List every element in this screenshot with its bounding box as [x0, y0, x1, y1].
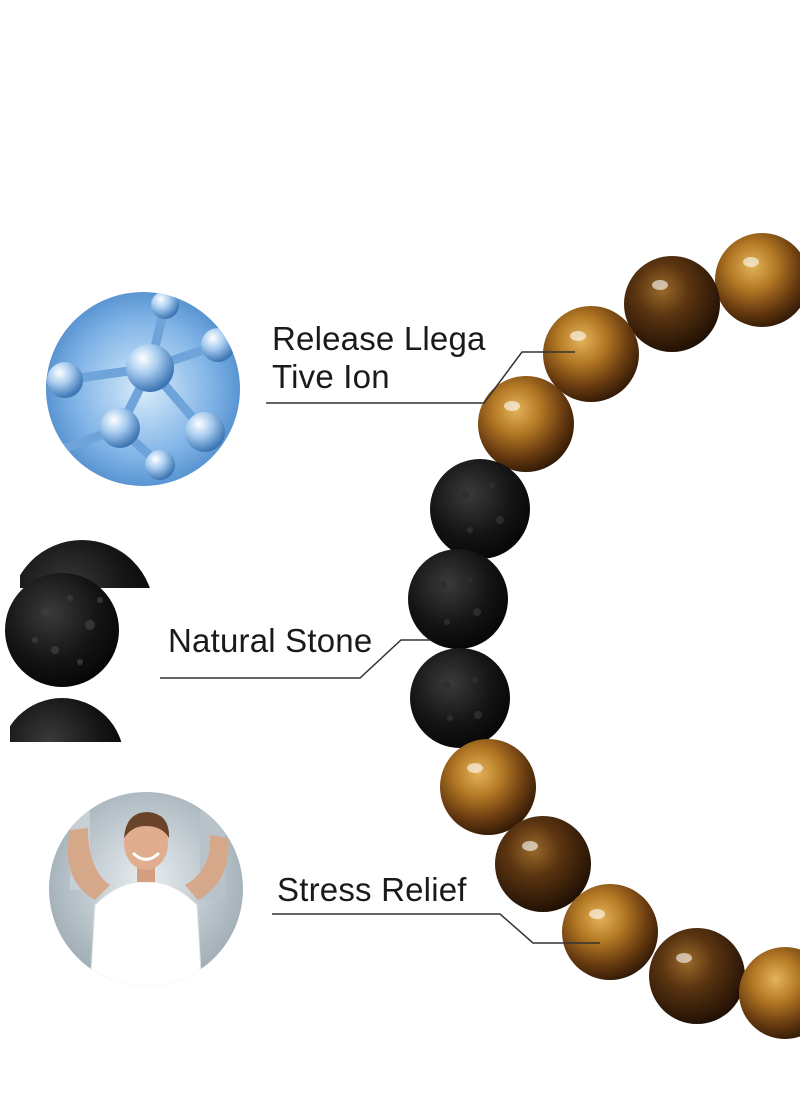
bracelet: [408, 233, 800, 1039]
tiger-eye-bead: [624, 256, 720, 352]
lava-stone-icon: [5, 540, 150, 742]
lava-stone-bead: [410, 648, 510, 748]
tiger-eye-bead: [440, 739, 536, 835]
tiger-eye-bead: [543, 306, 639, 402]
tiger-eye-bead: [649, 928, 745, 1024]
leader-line-stress: [272, 913, 600, 944]
lava-stone-bead: [430, 459, 530, 559]
tiger-eye-bead: [478, 376, 574, 472]
leader-line-stone: [160, 639, 430, 679]
feature-label-line: Tive Ion: [272, 358, 390, 395]
tiger-eye-bead: [495, 816, 591, 912]
relaxed-man-photo: [49, 792, 243, 986]
feature-label-stress: Stress Relief: [277, 871, 467, 908]
leader-line-ion: [266, 351, 575, 404]
feature-label-line: Release Llega: [272, 320, 486, 357]
feature-label-stone: Natural Stone: [168, 622, 373, 659]
tiger-eye-bead: [739, 947, 800, 1039]
molecule-icon: [46, 292, 240, 486]
tiger-eye-bead: [562, 884, 658, 980]
feature-label-ion: Release Llega Tive Ion: [272, 320, 486, 396]
lava-stone-bead: [408, 549, 508, 649]
tiger-eye-bead: [715, 233, 800, 327]
